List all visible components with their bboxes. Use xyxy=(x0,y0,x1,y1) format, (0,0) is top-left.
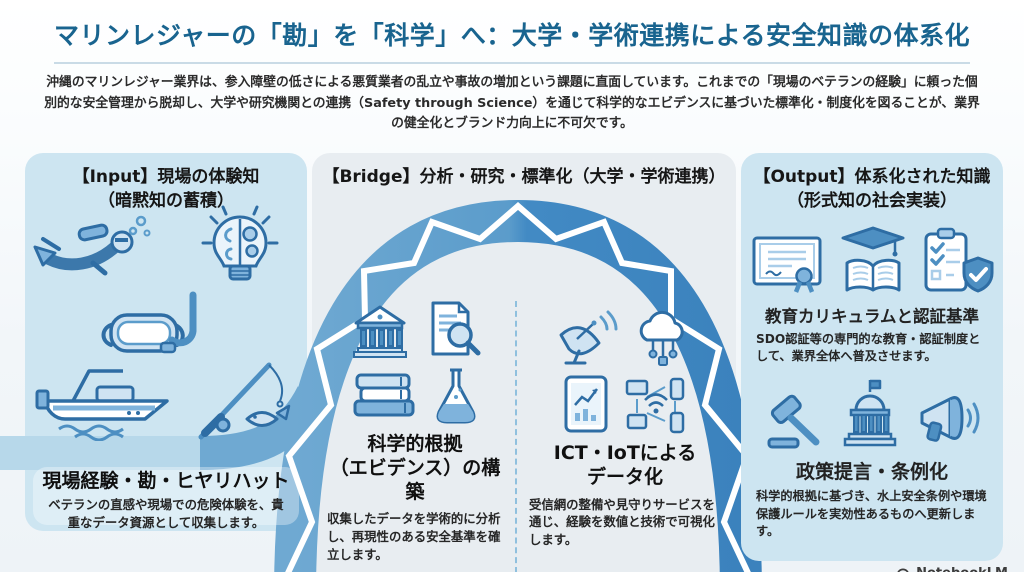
input-footer-heading: 現場経験・勘・ヒヤリハット xyxy=(42,470,290,492)
fishing-rod-and-fish-icon xyxy=(198,362,291,440)
clipboard-shield-check-icon xyxy=(924,227,994,293)
lab-flask-icon xyxy=(436,368,476,424)
brand-footer: NotebookLM xyxy=(895,566,1008,572)
bridge-column: 【Bridge】分析・研究・標準化（大学・学術連携） xyxy=(312,153,736,572)
megaphone-icon xyxy=(920,396,980,442)
cloud-network-icon xyxy=(639,310,684,366)
input-column: 【Input】現場の体験知 （暗黙知の蓄積） xyxy=(25,153,307,531)
title-divider xyxy=(54,62,970,64)
notebooklm-logo-icon xyxy=(897,568,909,572)
book-graduation-cap-icon xyxy=(841,226,905,292)
scuba-diver-icon xyxy=(33,215,151,276)
book-stack-icon xyxy=(353,373,415,417)
document-magnifier-icon xyxy=(431,301,481,356)
page-title: マリンレジャーの「勘」を「科学」へ：大学・学術連携による安全知識の体系化 xyxy=(53,21,970,50)
input-card-title: 【Input】現場の体験知 （暗黙知の蓄積） xyxy=(72,167,260,211)
curriculum-body: SDO認証等の専門的な教育・認証制度として、業界全体へ普及させます。 xyxy=(756,331,981,364)
intro-paragraph: 沖縄のマリンレジャー業界は、参入障壁の低さによる悪質業者の乱立や事故の増加という… xyxy=(44,75,980,132)
bridge-card-title: 【Bridge】分析・研究・標準化（大学・学術連携） xyxy=(322,167,726,187)
ict-heading: ICT・IoTによる データ化 xyxy=(553,442,697,488)
certificate-icon xyxy=(752,236,822,293)
output-icons-row-2 xyxy=(741,378,1003,450)
dive-mask-snorkel-icon xyxy=(101,291,197,354)
input-footer-body: ベテランの直感や現場での危険体験を、貴重なデータ資源として収集します。 xyxy=(48,496,284,530)
evidence-heading: 科学的根拠 （エビデンス）の構築 xyxy=(329,433,501,503)
bridge-sub-divider xyxy=(515,301,517,572)
policy-body: 科学的根拠に基づき、水上安全条例や環境保護ルールを実効性あるものへ更新します。 xyxy=(756,488,987,539)
evidence-body: 収集したデータを学術的に分析し、再現性のある安全基準を確立します。 xyxy=(327,511,501,563)
ict-body: 受信網の整備や見守りサービスを通じ、経験を数値と技術で可視化します。 xyxy=(529,496,715,548)
curriculum-heading: 教育カリキュラムと認証基準 xyxy=(764,306,979,326)
evidence-section: 科学的根拠 （エビデンス）の構築 収集したデータを学術的に分析し、再現性のある安… xyxy=(322,298,508,564)
brain-lightbulb-icon xyxy=(201,205,279,281)
output-card-title: 【Output】体系化された知識 （形式知の社会実装） xyxy=(753,167,991,211)
policy-heading: 政策提言・条例化 xyxy=(795,460,948,483)
brand-name: NotebookLM xyxy=(916,566,1008,572)
input-footer-panel: 現場経験・勘・ヒヤリハット ベテランの直感や現場での危険体験を、貴重なデータ資源… xyxy=(33,467,299,530)
university-building-icon xyxy=(353,305,407,358)
output-card xyxy=(741,153,1003,561)
government-building-icon xyxy=(843,379,897,447)
tablet-chart-icon xyxy=(564,375,608,433)
output-icons-row-1 xyxy=(741,224,1003,296)
satellite-dish-icon xyxy=(559,310,618,365)
device-network-icon xyxy=(625,377,685,434)
gavel-icon xyxy=(767,394,820,449)
ict-section: ICT・IoTによる データ化 受信網の整備や見守りサービスを通じ、経験を数値と… xyxy=(524,309,726,549)
output-column: 【Output】体系化された知識 （形式知の社会実装） xyxy=(741,153,1003,561)
motor-boat-icon xyxy=(35,369,169,441)
